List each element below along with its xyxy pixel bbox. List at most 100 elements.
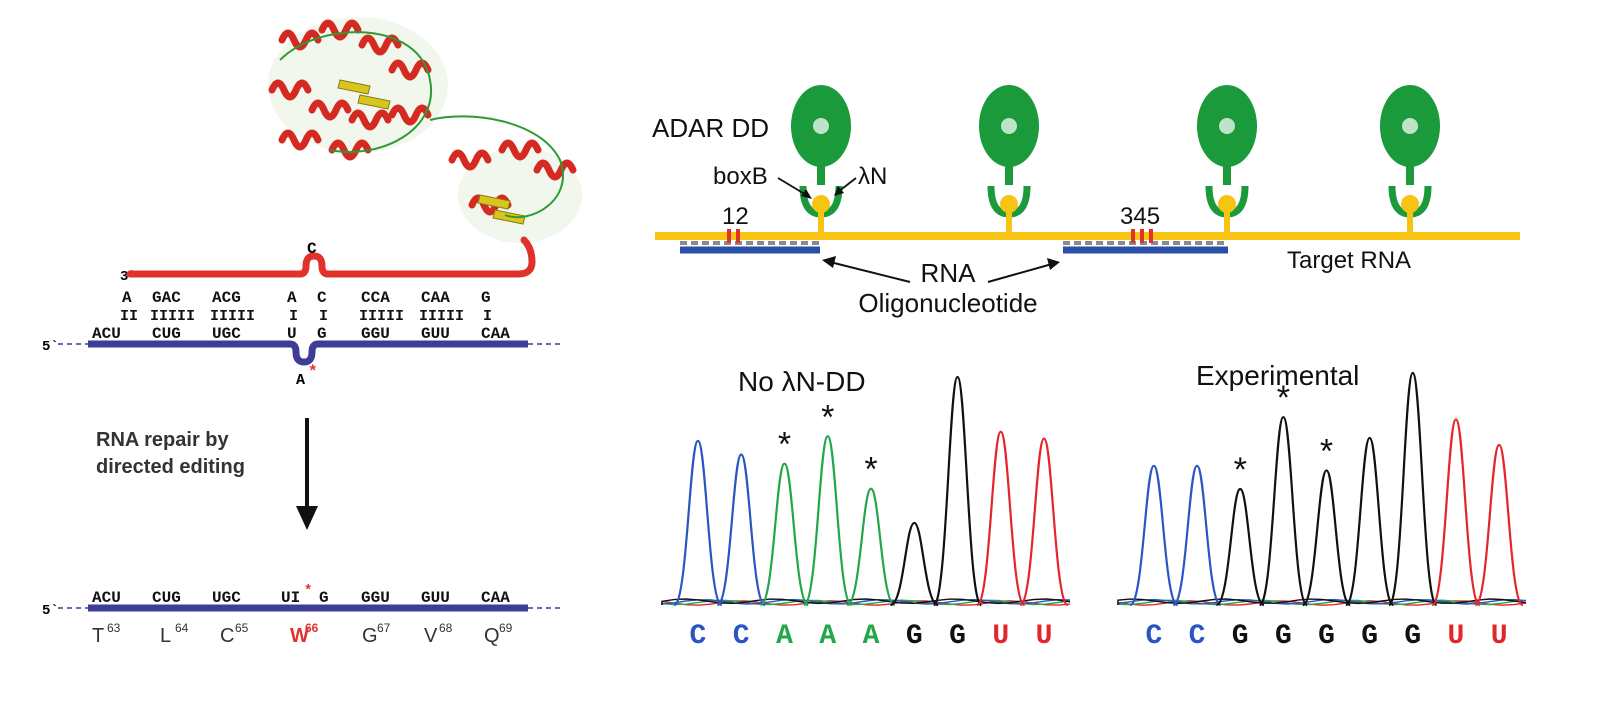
protein-structure-illustration: [268, 17, 582, 243]
adar-highlight: [1001, 118, 1017, 134]
base-call-letter: C: [1189, 621, 1206, 652]
chromatogram-peak: [1129, 464, 1179, 607]
oligo-arrow-right-head: [1047, 258, 1060, 270]
oligo-label-line1: RNA: [921, 258, 977, 288]
base-call-letter: U: [1036, 621, 1053, 652]
chromatogram-peak: [846, 487, 896, 607]
adar-units: [791, 85, 1440, 234]
adar-dd-unit: [791, 85, 851, 234]
edit-site-numbers-left: 12: [722, 203, 749, 230]
adar-linker: [1005, 165, 1013, 185]
protein-helix: [268, 79, 312, 101]
lambda-n-pointer-head: [834, 186, 844, 196]
protein-helix: [388, 59, 432, 81]
chromatogram-peak: [889, 521, 939, 607]
base-call-letter: C: [690, 621, 707, 652]
protein-helix: [388, 104, 432, 126]
base-call-letter: C: [1145, 621, 1162, 652]
protein-helix: [533, 159, 577, 181]
bottom-base-group: ACU: [92, 325, 121, 343]
protein-helix: [468, 194, 512, 216]
chromatogram-peak: [1301, 469, 1352, 607]
oligonucleotide-left: [680, 241, 820, 254]
tethering-schematic: Target RNA 12 345 ADAR DD boxB λN: [652, 85, 1520, 318]
top-strand-red: [126, 236, 536, 278]
boxb-pointer: [777, 177, 809, 197]
amino-acid-position: 64: [175, 621, 189, 635]
pair-marks: IIIII: [210, 308, 255, 325]
protein-helix: [498, 139, 542, 161]
chromatogram-peak: [1474, 443, 1524, 607]
adar-linker: [1223, 165, 1231, 185]
bottom-base-group: GUU: [421, 325, 450, 343]
protein-sheet: [337, 79, 371, 95]
oligonucleotide-right: [1063, 241, 1228, 254]
protein-helix: [328, 139, 372, 161]
amino-acid-letter: W: [290, 625, 309, 647]
protein-helix: [448, 149, 492, 171]
adar-highlight: [1219, 118, 1235, 134]
edit-site-marks-right: [1131, 229, 1153, 243]
chromatogram-peak: [1388, 371, 1438, 607]
bottom-base-group: CUG: [152, 325, 181, 343]
edit-site-star: *: [308, 363, 318, 381]
boxb-stem: [1224, 206, 1230, 234]
boxb-stem: [1407, 206, 1413, 234]
chromatogram-peak: [1172, 464, 1222, 607]
boxb-stem: [818, 206, 824, 234]
adar-dd-label: ADAR DD: [652, 113, 769, 143]
adar-dd-unit: [1197, 85, 1257, 234]
amino-acid-position: 67: [377, 621, 391, 635]
top-base-group: CCA: [361, 289, 390, 307]
top-base-group: CAA: [421, 289, 450, 307]
base-call-letter: A: [776, 621, 793, 652]
oligo-arrow-left: [829, 261, 911, 283]
chromatogram-peak: [1019, 437, 1069, 607]
bulge-bottom-base: A: [296, 372, 305, 389]
base-call-letter: G: [1318, 621, 1335, 652]
chromatogram-title: Experimental: [1196, 360, 1359, 391]
pair-marks: IIIII: [419, 308, 464, 325]
base-call-letter: A: [863, 621, 880, 652]
edited-peak-star: *: [778, 426, 791, 464]
amino-acid-position: 63: [107, 621, 121, 635]
amino-acid-position: 69: [499, 621, 513, 635]
protein-sheet: [477, 194, 511, 210]
base-call-letter: A: [819, 621, 836, 652]
bottom-strand-blue: [88, 340, 528, 366]
bottom-strand-5prime-label: 5`: [42, 339, 59, 355]
edit-site-numbers-right: 345: [1120, 203, 1160, 230]
baseline-trace: [1117, 599, 1527, 606]
base-call-letter: G: [906, 621, 923, 652]
amino-acid-letter: C: [220, 625, 234, 647]
bulge-top-base: C: [307, 240, 317, 258]
amino-acid-letter: Q: [484, 625, 500, 647]
edited-peak-star: *: [864, 451, 877, 489]
chromatogram-peak: [932, 375, 983, 607]
protein-helix: [278, 29, 322, 51]
adar-highlight: [813, 118, 829, 134]
lambda-n-label: λN: [858, 163, 887, 190]
pair-marks: I: [289, 308, 298, 325]
pair-marks: I: [483, 308, 492, 325]
adar-highlight: [1402, 118, 1418, 134]
bottom-base-group: U: [287, 325, 297, 343]
boxb-hairpin: [1401, 195, 1419, 213]
adar-dd-unit: [1380, 85, 1440, 234]
oligo-arrow-right: [987, 263, 1053, 283]
pair-marks: IIIII: [359, 308, 404, 325]
boxb-hairpin: [812, 195, 830, 213]
repair-arrow-head: [296, 506, 318, 530]
edited-peak-star: *: [1277, 379, 1290, 417]
protein-helix: [278, 129, 322, 151]
left-panel: 3` C A GAC ACG A C CCA CAA G II IIIII II…: [42, 17, 582, 647]
chromatogram-peak: [673, 439, 723, 607]
edited-base-group: GGU: [361, 589, 390, 607]
top-base-group: G: [481, 289, 491, 307]
edited-base-group: CAA: [481, 589, 510, 607]
edited-base-group: GUU: [421, 589, 450, 607]
amino-acid-position: 66: [305, 621, 319, 635]
